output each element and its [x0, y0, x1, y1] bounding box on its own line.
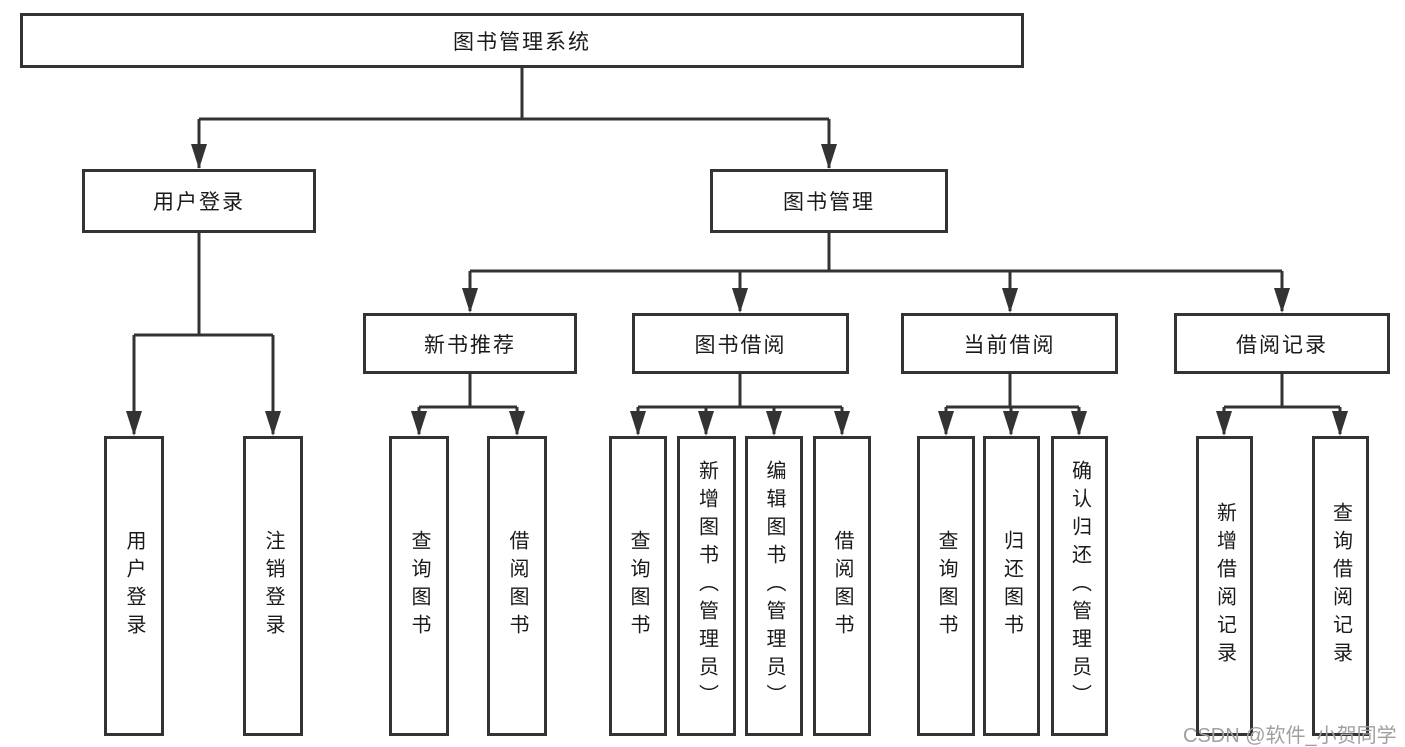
- leaf-borrow-books: 借阅图书: [813, 436, 871, 736]
- node-system-root: 图书管理系统: [20, 13, 1024, 68]
- node-current-borrow: 当前借阅: [901, 313, 1118, 374]
- connector-root-to-level2: [197, 68, 831, 168]
- arrow-down-icon: [1071, 411, 1087, 436]
- arrow-down-icon: [509, 411, 525, 436]
- leaf-query-borrow-record: 查询借阅记录: [1312, 436, 1369, 736]
- leaf-label: 确认归还（管理员）: [1068, 460, 1091, 712]
- node-borrow-records: 借阅记录: [1174, 313, 1390, 374]
- leaf-label: 借阅图书: [506, 530, 528, 642]
- leaf-label: 查询借阅记录: [1329, 502, 1352, 670]
- arrowhead-icons: [126, 144, 1348, 436]
- leaf-query-books-borrow: 查询图书: [609, 436, 667, 736]
- leaf-borrow-books-recommend: 借阅图书: [487, 436, 547, 736]
- csdn-watermark: CSDN @软件_小贺同学: [1183, 725, 1397, 747]
- leaf-label: 查询图书: [935, 530, 957, 642]
- arrow-down-icon: [834, 411, 850, 436]
- leaf-label: 注销登录: [262, 530, 284, 642]
- leaf-return-books: 归还图书: [983, 436, 1040, 736]
- connector-new-book-recommend-to-leaves: [417, 374, 519, 434]
- leaf-confirm-return-admin: 确认归还（管理员）: [1051, 436, 1108, 736]
- arrow-down-icon: [1003, 411, 1019, 436]
- arrow-down-icon: [462, 288, 478, 313]
- connector-borrow-records-to-leaves: [1222, 374, 1342, 434]
- leaf-logout: 注销登录: [243, 436, 303, 736]
- arrow-down-icon: [191, 144, 207, 169]
- arrow-down-icon: [1002, 288, 1018, 313]
- leaf-add-books-admin: 新增图书（管理员）: [677, 436, 736, 736]
- node-user-login: 用户登录: [82, 169, 316, 233]
- leaf-label: 查询图书: [408, 530, 430, 642]
- arrow-down-icon: [732, 288, 748, 313]
- leaf-add-borrow-record: 新增借阅记录: [1196, 436, 1253, 736]
- node-book-borrow: 图书借阅: [632, 313, 849, 374]
- leaf-label: 查询图书: [627, 530, 649, 642]
- arrow-down-icon: [1216, 411, 1232, 436]
- connector-book-management-to-level3: [468, 233, 1284, 311]
- arrow-down-icon: [698, 411, 714, 436]
- leaf-label: 新增借阅记录: [1213, 502, 1236, 670]
- leaf-label: 用户登录: [123, 530, 145, 642]
- arrow-down-icon: [630, 411, 646, 436]
- leaf-label: 新增图书（管理员）: [695, 460, 718, 712]
- leaf-label: 借阅图书: [831, 530, 853, 642]
- arrow-down-icon: [126, 411, 142, 436]
- leaf-label: 编辑图书（管理员）: [763, 460, 785, 712]
- arrow-down-icon: [1274, 288, 1290, 313]
- arrow-down-icon: [938, 411, 954, 436]
- arrow-down-icon: [265, 411, 281, 436]
- arrow-down-icon: [1332, 411, 1348, 436]
- connector-user-login-to-leaves: [132, 233, 275, 434]
- leaf-query-books-current: 查询图书: [917, 436, 975, 736]
- leaf-edit-books-admin: 编辑图书（管理员）: [745, 436, 803, 736]
- arrow-down-icon: [411, 411, 427, 436]
- node-new-book-recommend: 新书推荐: [363, 313, 577, 374]
- leaf-label: 归还图书: [1000, 530, 1023, 642]
- leaf-user-login: 用户登录: [104, 436, 164, 736]
- node-book-management: 图书管理: [710, 169, 948, 233]
- arrow-down-icon: [821, 144, 837, 169]
- leaf-query-books-recommend: 查询图书: [389, 436, 449, 736]
- connector-book-borrow-to-leaves: [636, 374, 844, 434]
- arrow-down-icon: [766, 411, 782, 436]
